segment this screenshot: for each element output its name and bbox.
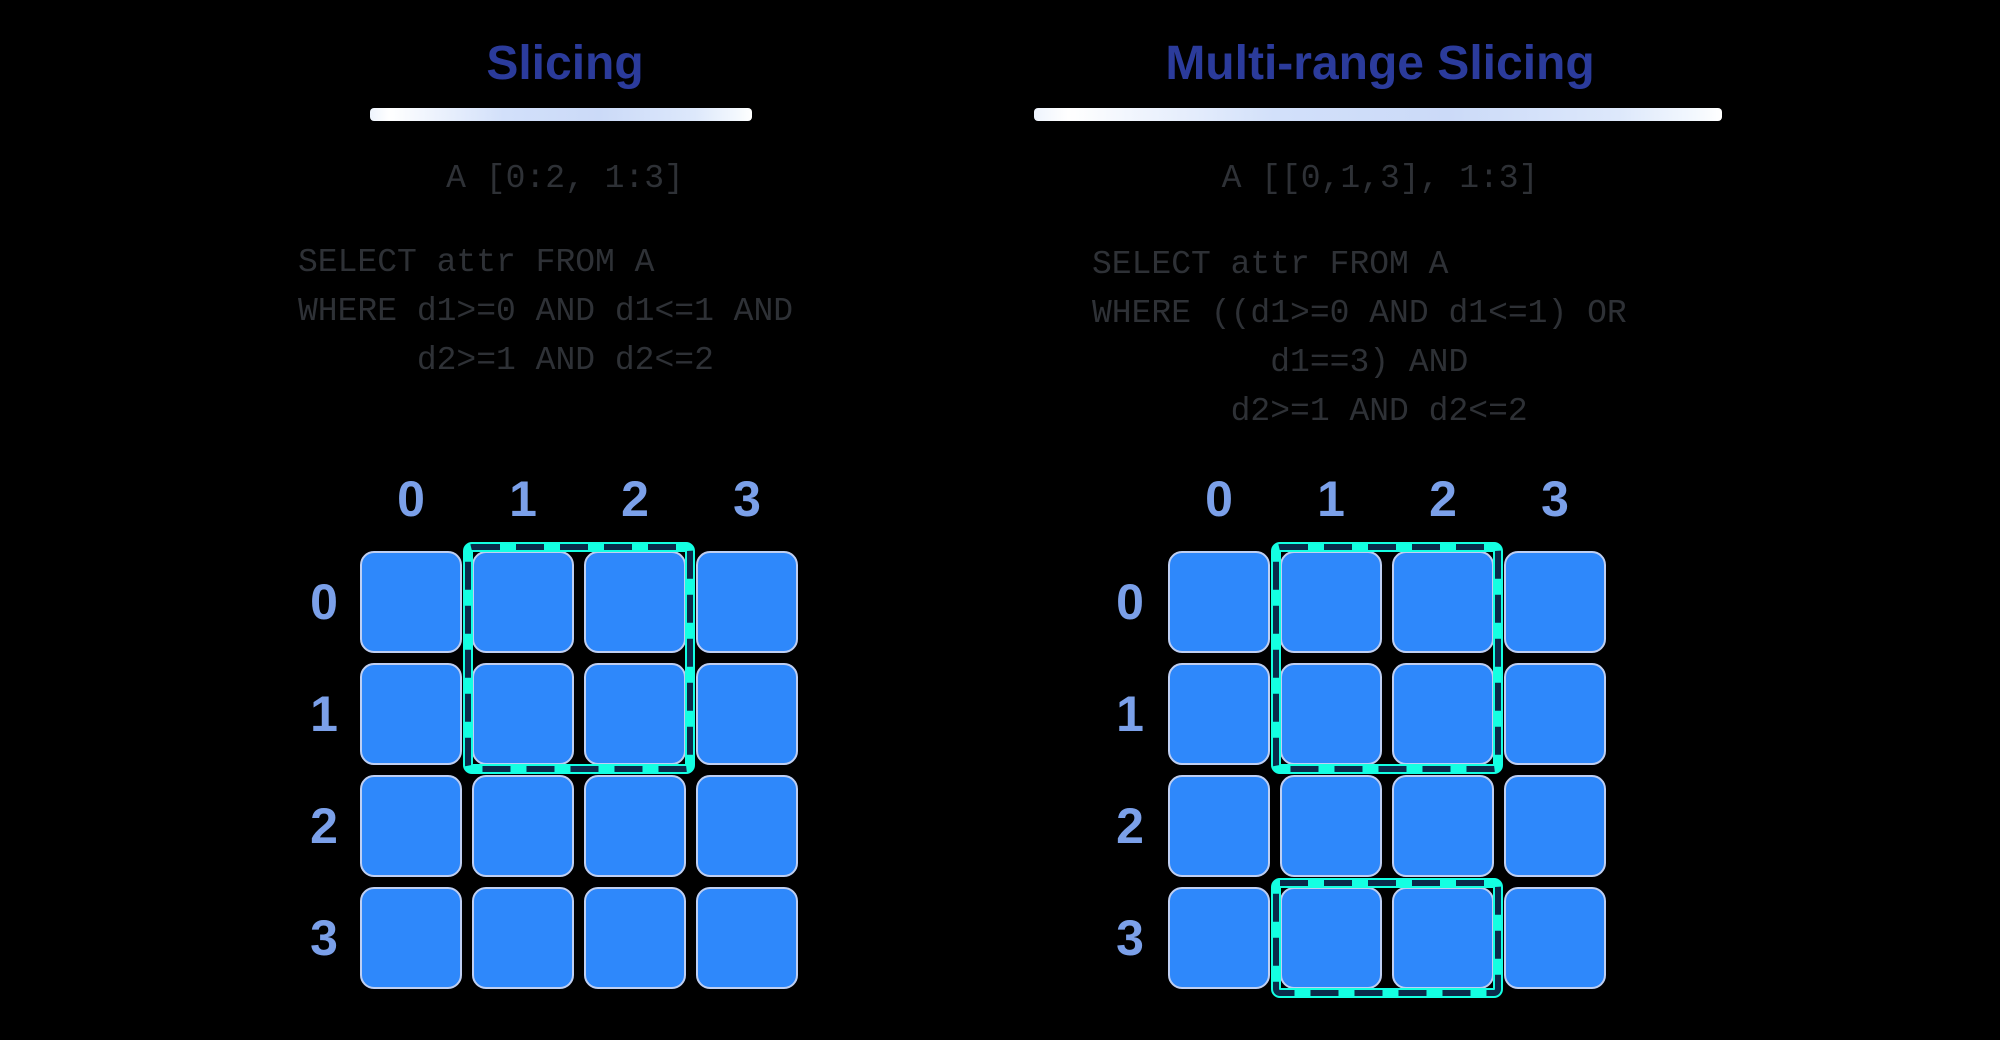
grid-cell-r0c3 xyxy=(696,551,798,653)
left-index-expression: A [0:2, 1:3] xyxy=(446,160,684,197)
grid-cell-r1c3 xyxy=(1504,663,1606,765)
row-label-3: 3 xyxy=(1116,910,1144,966)
dash-stroke xyxy=(1273,880,1501,996)
grid-cell-r3c0 xyxy=(360,887,462,989)
grid-cell-r1c3 xyxy=(696,663,798,765)
col-label-1: 1 xyxy=(509,471,537,527)
col-label-3: 3 xyxy=(733,471,761,527)
grid-cell-r2c1 xyxy=(472,775,574,877)
row-label-1: 1 xyxy=(1116,686,1144,742)
col-label-1: 1 xyxy=(1317,471,1345,527)
dash-stroke xyxy=(465,544,693,772)
grid-cell-r2c3 xyxy=(1504,775,1606,877)
selection-outline-1 xyxy=(1271,542,1503,774)
grid-cell-r3c2 xyxy=(1392,887,1494,989)
cyan-stroke xyxy=(1271,878,1503,998)
grid-cell-r3c1 xyxy=(472,887,574,989)
right-index-expression: A [[0,1,3], 1:3] xyxy=(1221,160,1539,197)
grid-cell-r0c3 xyxy=(1504,551,1606,653)
left-sql-query: SELECT attr FROM A WHERE d1>=0 AND d1<=1… xyxy=(298,244,794,379)
grid-cell-r1c1 xyxy=(1280,663,1382,765)
col-label-0: 0 xyxy=(397,471,425,527)
grid-cell-r0c1 xyxy=(472,551,574,653)
grid-cell-r3c3 xyxy=(1504,887,1606,989)
left-panel-title: Slicing xyxy=(486,37,644,90)
row-label-0: 0 xyxy=(1116,574,1144,630)
row-label-2: 2 xyxy=(310,798,338,854)
col-label-2: 2 xyxy=(621,471,649,527)
col-label-3: 3 xyxy=(1541,471,1569,527)
grid-cell-r2c0 xyxy=(360,775,462,877)
grid-cell-r0c2 xyxy=(1392,551,1494,653)
grid-cell-r0c2 xyxy=(584,551,686,653)
selection-outline-2 xyxy=(1271,878,1503,998)
grid-cell-r0c0 xyxy=(360,551,462,653)
grid-cell-r1c0 xyxy=(1168,663,1270,765)
right-sql-query: SELECT attr FROM A WHERE ((d1>=0 AND d1<… xyxy=(1092,246,1627,430)
grid-cell-r1c2 xyxy=(1392,663,1494,765)
row-label-0: 0 xyxy=(310,574,338,630)
grid-cell-r2c2 xyxy=(1392,775,1494,877)
dash-stroke xyxy=(1273,544,1501,772)
grid-cell-r3c3 xyxy=(696,887,798,989)
grid-cell-r3c2 xyxy=(584,887,686,989)
row-label-1: 1 xyxy=(310,686,338,742)
grid-cell-r2c2 xyxy=(584,775,686,877)
right-title-underline xyxy=(1034,108,1722,121)
row-label-3: 3 xyxy=(310,910,338,966)
grid-cell-r3c0 xyxy=(1168,887,1270,989)
selection-outline-1 xyxy=(463,542,695,774)
cyan-stroke xyxy=(463,542,695,774)
grid-cell-r0c0 xyxy=(1168,551,1270,653)
cyan-stroke xyxy=(1271,542,1503,774)
right-panel-title: Multi-range Slicing xyxy=(1165,37,1595,90)
col-label-0: 0 xyxy=(1205,471,1233,527)
row-label-2: 2 xyxy=(1116,798,1144,854)
col-label-2: 2 xyxy=(1429,471,1457,527)
grid-cell-r2c0 xyxy=(1168,775,1270,877)
left-title-underline xyxy=(370,108,752,121)
grid-cell-r2c3 xyxy=(696,775,798,877)
grid-cell-r1c0 xyxy=(360,663,462,765)
grid-cell-r2c1 xyxy=(1280,775,1382,877)
